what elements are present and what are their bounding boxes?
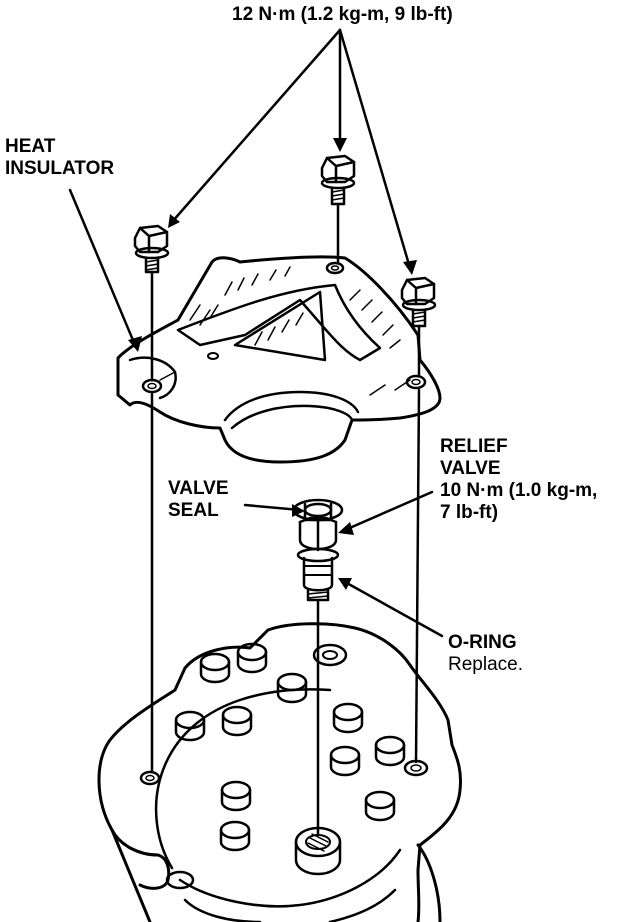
valve-seal-line-1: VALVE <box>168 478 229 499</box>
arrowheads <box>128 138 417 590</box>
heat-insulator-plate <box>116 255 442 464</box>
heat-insulator-label: HEAT INSULATOR <box>5 136 114 180</box>
valve-seal-label: VALVE SEAL <box>168 478 229 522</box>
relief-valve-line-3: 10 N·m (1.0 kg-m, <box>440 480 598 501</box>
relief-valve-line-1: RELIEF <box>440 436 508 457</box>
torque-label-top: 12 N·m (1.2 kg-m, 9 lb-ft) <box>232 4 453 26</box>
relief-valve-line-4: 7 lb-ft) <box>440 502 499 523</box>
relief-valve <box>292 498 344 602</box>
leader-lines <box>68 28 444 638</box>
relief-valve-line-2: VALVE <box>440 458 501 479</box>
relief-valve-label: RELIEF VALVE 10 N·m (1.0 kg-m, 7 lb-ft) <box>440 436 597 524</box>
heat-insulator-line-2: INSULATOR <box>5 158 115 179</box>
o-ring-note: Replace. <box>448 654 523 675</box>
heat-insulator-line-1: HEAT <box>5 136 56 157</box>
valve-seal-line-2: SEAL <box>168 500 219 521</box>
o-ring-title: O-RING <box>448 632 517 653</box>
torque-label-top-text: 12 N·m (1.2 kg-m, 9 lb-ft) <box>232 4 453 25</box>
bolt-left <box>133 224 170 274</box>
alignment-lines <box>150 202 421 837</box>
bolt-right <box>400 276 437 328</box>
bolt-middle <box>320 154 356 206</box>
o-ring-label: O-RING Replace. <box>448 632 523 676</box>
